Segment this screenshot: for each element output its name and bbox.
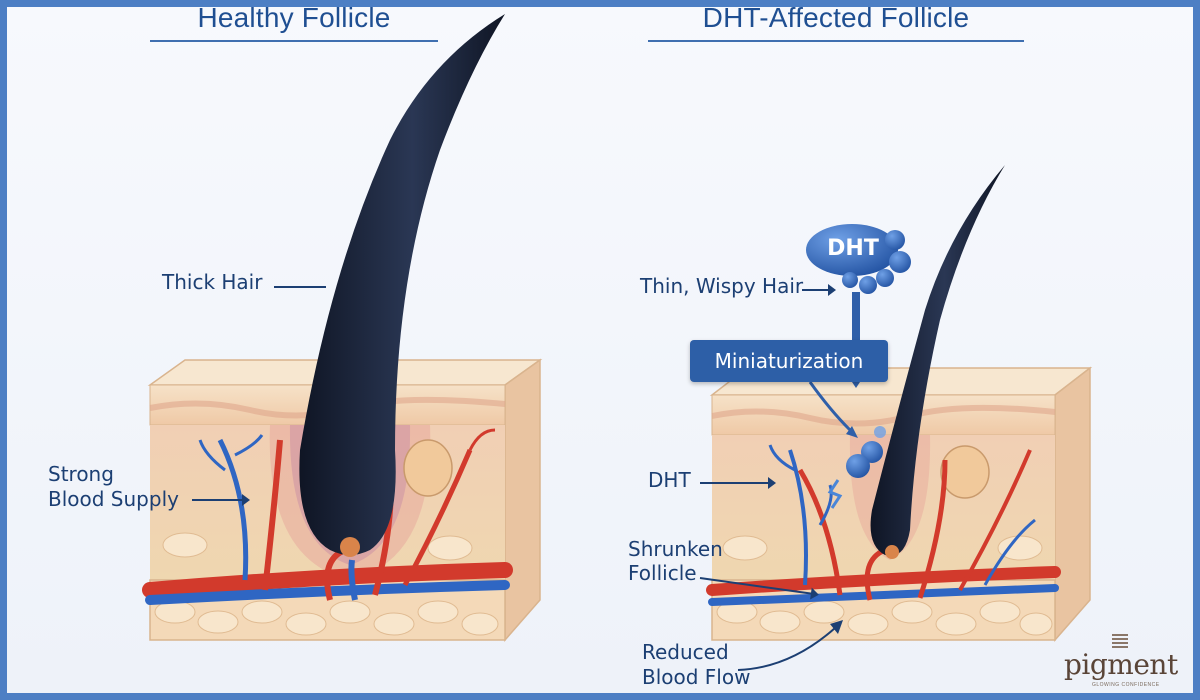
thick-hair-leader: [274, 286, 326, 288]
thin-hair-label: Thin, Wispy Hair: [640, 274, 804, 298]
affected-title: DHT-Affected Follicle: [702, 2, 970, 33]
reduced-flow-label-line2: Blood Flow: [642, 665, 751, 689]
thin-hair-arrow: [802, 284, 836, 296]
dht-molecules-at-follicle: [827, 426, 886, 509]
shrunken-follicle-label-line1: Shrunken: [628, 537, 723, 561]
blood-supply-label-line1: Strong: [48, 462, 114, 486]
blood-supply-arrow: [192, 494, 250, 506]
shrunken-follicle-label-line2: Follicle: [628, 561, 697, 585]
miniaturization-arrow: [808, 381, 858, 438]
logo-wordmark: pigment: [1064, 648, 1178, 681]
healthy-title-rule: [150, 40, 438, 42]
dht-arrow: [700, 477, 776, 489]
thick-hair-label: Thick Hair: [162, 270, 263, 294]
thick-hair-shaft: [299, 14, 505, 557]
miniaturization-box: Miniaturization: [690, 340, 888, 382]
dht-molecule-cluster: [806, 224, 911, 294]
blood-supply-label-line2: Blood Supply: [48, 487, 179, 511]
dht-bubble-label: DHT: [827, 236, 879, 261]
reduced-flow-arrow: [737, 620, 843, 671]
logo-mark-icon: [1112, 634, 1128, 648]
affected-title-rule: [648, 40, 1024, 42]
thin-hair-shaft: [870, 165, 1005, 559]
dht-label: DHT: [648, 468, 691, 492]
miniaturization-label: Miniaturization: [714, 349, 864, 373]
reduced-flow-label-line1: Reduced: [642, 640, 729, 664]
brand-logo: pigment GLOWING CONFIDENCE: [1064, 636, 1194, 688]
logo-tagline: GLOWING CONFIDENCE: [1092, 682, 1160, 688]
healthy-title: Healthy Follicle: [197, 2, 391, 33]
